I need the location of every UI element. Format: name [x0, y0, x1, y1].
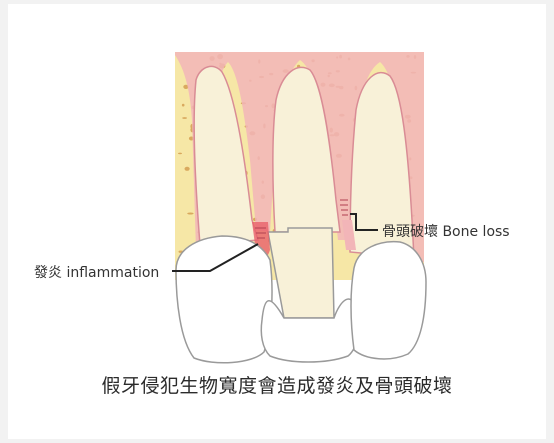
- bone-speckle: [187, 213, 193, 215]
- crown-right: [351, 242, 426, 359]
- crown-left: [176, 236, 272, 363]
- inflammation-label: 發炎 inflammation: [34, 262, 159, 282]
- bone-speckle: [182, 104, 185, 107]
- bone-speckle: [185, 167, 190, 171]
- prosthetic-post: [268, 228, 334, 318]
- bone-speckle: [182, 117, 187, 119]
- bone-loss-label: 骨頭破壞 Bone loss: [382, 221, 510, 241]
- bone-speckle: [178, 153, 182, 155]
- figure-caption: 假牙侵犯生物寬度會造成發炎及骨頭破壞: [0, 371, 554, 398]
